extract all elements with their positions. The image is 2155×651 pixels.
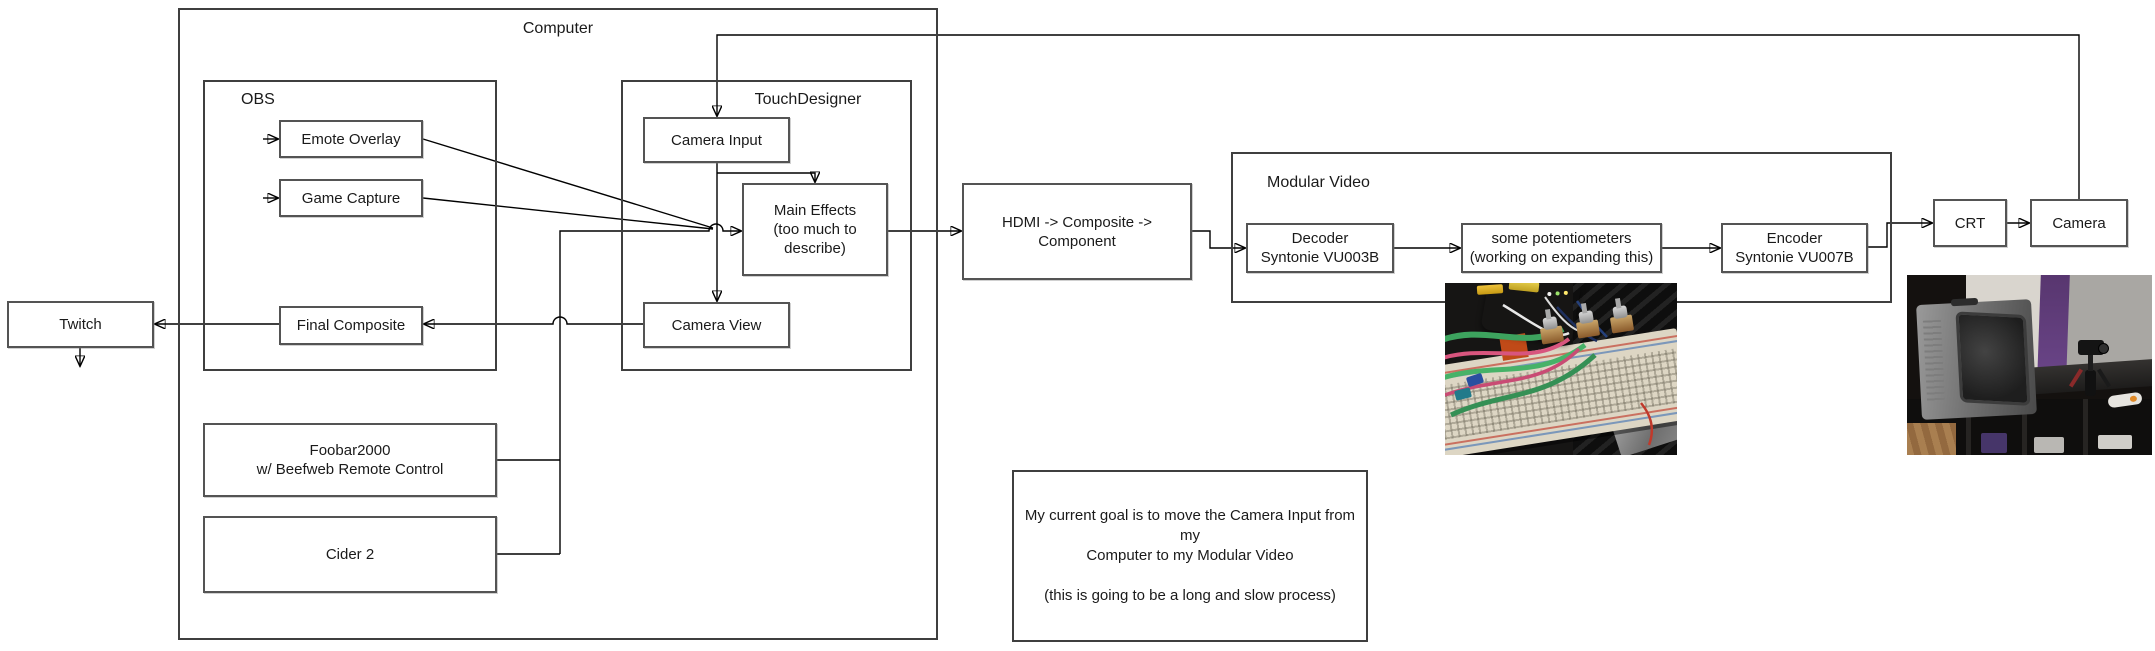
connector-bus-to-main-effects <box>559 223 741 554</box>
node-main-effects: Main Effects (too much to describe) <box>742 183 888 276</box>
node-camera: Camera <box>2030 199 2128 247</box>
node-decoder-label: Decoder <box>1291 230 1349 247</box>
node-camera-label: Camera <box>2052 214 2106 232</box>
node-potentiometers: some potentiometers (working on expandin… <box>1461 223 1662 273</box>
wood-floor <box>1907 422 1956 455</box>
connector-encoder-to-crt <box>1868 223 1932 248</box>
node-main-effects-sublabel: (too much to describe) <box>773 221 857 257</box>
patch-cables <box>1445 296 1653 446</box>
goal-note-line1: My current goal is to move the Camera In… <box>1024 507 1356 544</box>
shelf-item <box>2098 435 2133 449</box>
node-emote-overlay: Emote Overlay <box>279 120 423 158</box>
connector-camera-input-to-main-effects <box>717 173 815 182</box>
node-cider: Cider 2 <box>203 516 497 593</box>
node-final-composite: Final Composite <box>279 306 423 345</box>
node-camera-input-label: Camera Input <box>671 131 762 149</box>
node-crt: CRT <box>1933 199 2007 247</box>
node-main-effects-label: Main Effects <box>773 202 857 219</box>
potentiometer <box>1539 309 1565 345</box>
node-cider-label: Cider 2 <box>325 546 375 563</box>
connector-game-capture-to-main-effects <box>422 197 714 230</box>
node-hdmi-converter-label: HDMI -> Composite -> Component <box>1001 213 1153 250</box>
potentiometer <box>1575 303 1601 339</box>
node-decoder: Decoder Syntonie VU003B <box>1246 223 1394 273</box>
node-encoder-sublabel: Syntonie VU007B <box>1735 249 1854 266</box>
shelf-item <box>1980 433 2007 453</box>
node-hdmi-converter: HDMI -> Composite -> Component <box>962 183 1192 280</box>
node-encoder-label: Encoder <box>1766 230 1823 247</box>
node-potentiometers-sublabel: (working on expanding this) <box>1469 249 1654 266</box>
computer-group-box: Computer <box>178 8 938 640</box>
node-twitch-label: Twitch <box>59 316 102 333</box>
node-twitch: Twitch <box>7 301 154 348</box>
node-camera-input: Camera Input <box>643 117 790 163</box>
touchdesigner-group-label: TouchDesigner <box>754 91 862 108</box>
connector-camera-view-to-final-composite <box>424 316 643 324</box>
crt-tv-camera-photo <box>1907 275 2152 455</box>
connector-camera-feedback-to-camera-input <box>717 34 2080 199</box>
shelf-item <box>2034 437 2065 453</box>
node-game-capture-label: Game Capture <box>301 189 401 207</box>
node-camera-view: Camera View <box>643 302 790 348</box>
computer-group-label: Computer <box>522 20 594 37</box>
goal-note-line2: Computer to my Modular Video <box>1086 547 1294 564</box>
node-encoder: Encoder Syntonie VU007B <box>1721 223 1868 273</box>
node-game-capture: Game Capture <box>279 179 423 217</box>
obs-group-box: OBS <box>203 80 497 371</box>
node-foobar2000-sublabel: w/ Beefweb Remote Control <box>256 461 444 478</box>
node-emote-overlay-label: Emote Overlay <box>301 130 401 148</box>
obs-group-label: OBS <box>241 91 275 108</box>
goal-note-box: My current goal is to move the Camera In… <box>1012 470 1368 642</box>
node-decoder-sublabel: Syntonie VU003B <box>1260 249 1380 266</box>
touchdesigner-group-box: TouchDesigner <box>621 80 912 371</box>
node-camera-view-label: Camera View <box>671 316 762 334</box>
node-foobar2000-label: Foobar2000 <box>309 442 391 459</box>
node-crt-label: CRT <box>1954 214 1986 232</box>
crt-television <box>1916 297 2038 421</box>
goal-note-line3: (this is going to be a long and slow pro… <box>1044 587 1336 604</box>
breadboard-potentiometers-photo <box>1445 283 1677 455</box>
potentiometer <box>1609 298 1635 334</box>
node-foobar2000: Foobar2000 w/ Beefweb Remote Control <box>203 423 497 497</box>
node-potentiometers-label: some potentiometers <box>1491 230 1632 247</box>
connector-hdmi-to-decoder <box>1192 230 1245 248</box>
camera-on-tripod <box>2054 339 2134 400</box>
modular-video-group-label: Modular Video <box>1267 174 1370 191</box>
node-final-composite-label: Final Composite <box>296 317 406 334</box>
connector-emote-overlay-to-main-effects <box>422 138 714 229</box>
